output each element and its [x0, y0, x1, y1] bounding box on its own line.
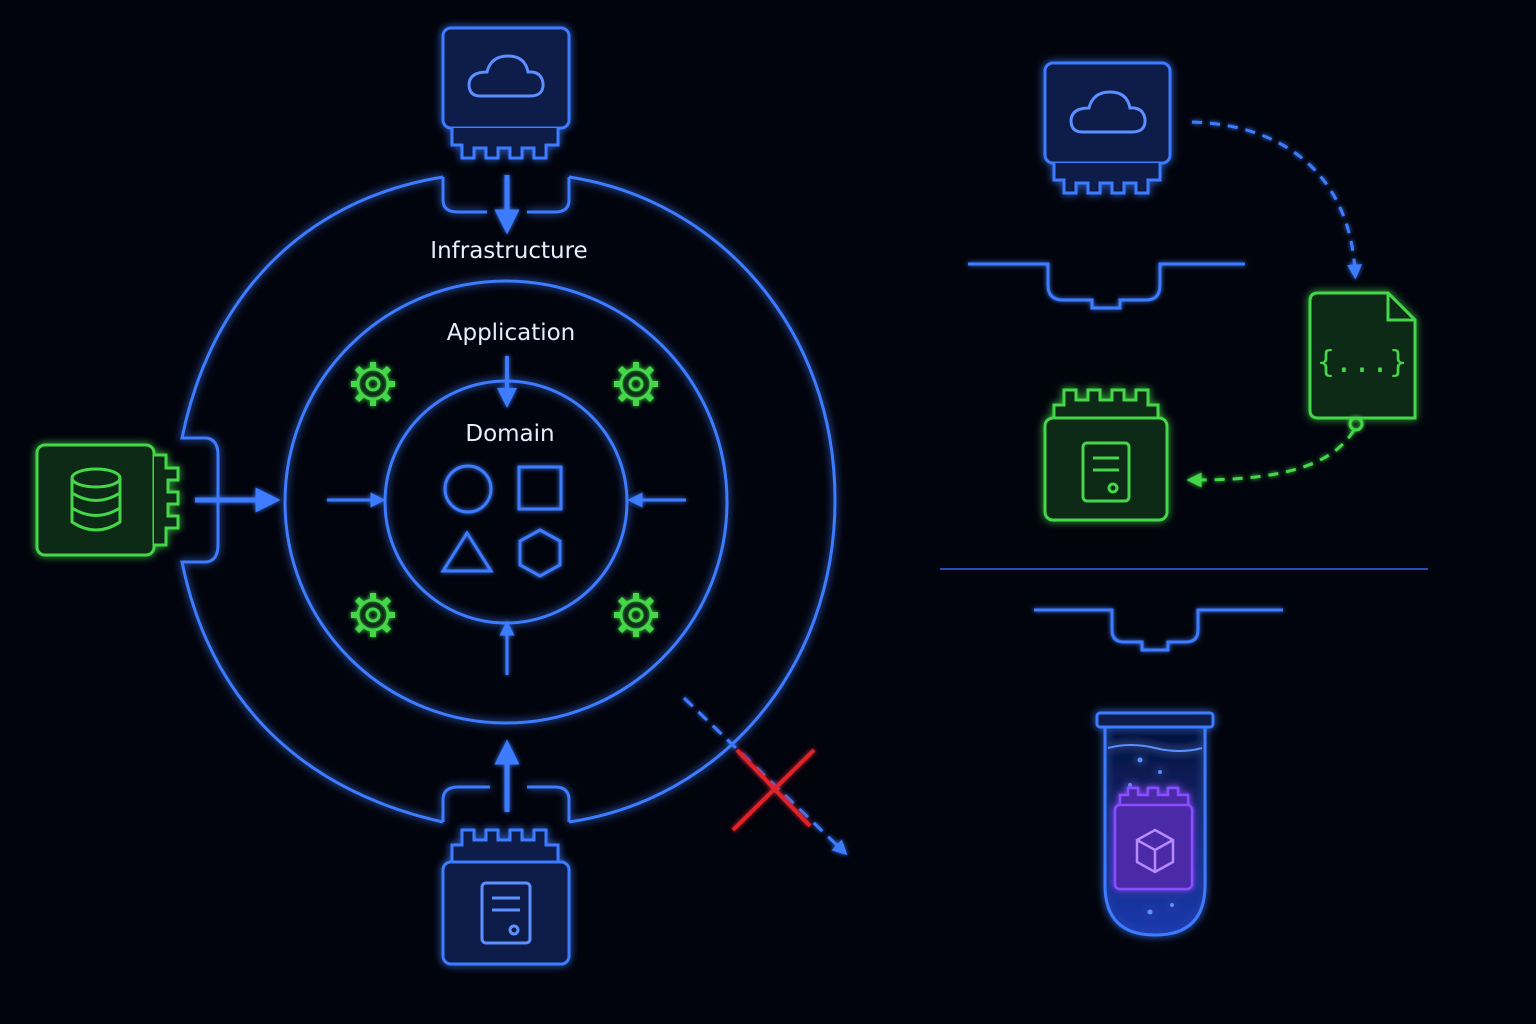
cloud-icon: [467, 54, 545, 98]
mock-adapter: [1113, 786, 1194, 891]
server-adapter: [441, 828, 571, 966]
square-shape: [517, 465, 563, 511]
port-socket-top: [968, 262, 1245, 310]
application-label: Application: [447, 320, 576, 346]
database-icon: [70, 467, 122, 532]
hexagon-shape: [518, 528, 562, 578]
json-file-icon: {...}: [1317, 345, 1407, 380]
port-socket-bottom: [1034, 608, 1283, 652]
cube-icon: [1135, 828, 1175, 874]
circle-shape: [443, 464, 493, 514]
right-server-adapter: [1043, 388, 1169, 522]
server-icon: [1081, 441, 1131, 503]
dashed-link-cloud-to-config: [1191, 120, 1363, 280]
infrastructure-ring: [180, 175, 837, 824]
domain-ring: [383, 379, 629, 625]
dependency-arrows: [195, 175, 686, 812]
test-tube-icon: [1095, 711, 1215, 937]
cloud-icon: [1069, 90, 1147, 134]
domain-entities: [440, 464, 563, 578]
dashed-link-config-to-adapter: [1186, 429, 1356, 488]
server-icon: [480, 881, 532, 945]
domain-label: Domain: [465, 421, 554, 447]
cloud-adapter: [441, 26, 571, 160]
gear-icon: [351, 593, 395, 637]
config-file: {...}: [1308, 291, 1417, 420]
red-x-icon: [731, 748, 816, 832]
gear-icon: [614, 362, 658, 406]
right-cloud-adapter: [1043, 61, 1172, 195]
config-connector-dot: [1348, 416, 1364, 432]
gear-icon: [614, 593, 658, 637]
application-ring: [283, 279, 729, 725]
database-adapter: [35, 443, 180, 557]
gear-icon: [351, 362, 395, 406]
forbidden-dependency: [682, 696, 848, 856]
infrastructure-label: Infrastructure: [430, 238, 587, 264]
triangle-shape: [440, 530, 494, 573]
use-case-gears: [351, 362, 658, 637]
